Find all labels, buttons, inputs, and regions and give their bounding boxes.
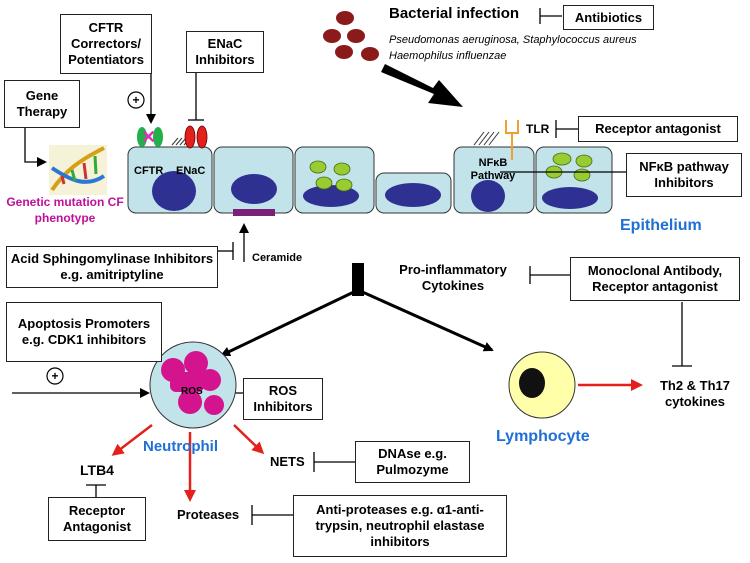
species-line1: Pseudomonas aeruginosa, Staphylococcus a… bbox=[389, 34, 637, 46]
ltb4-label: LTB4 bbox=[80, 462, 114, 478]
tlr-receptor bbox=[505, 120, 519, 160]
cftr-channel: ✕ bbox=[137, 127, 163, 147]
svg-text:✕: ✕ bbox=[141, 127, 156, 147]
species-line2: Haemophilus influenzae bbox=[389, 50, 507, 62]
gene-therapy-box: Gene Therapy bbox=[4, 80, 80, 128]
inflammation-fork bbox=[220, 263, 494, 357]
neutrophil-label: Neutrophil bbox=[143, 438, 218, 455]
tlr-label: TLR bbox=[526, 122, 550, 136]
enac-label: ENaC bbox=[176, 165, 206, 177]
apoptosis-promoters-box: Apoptosis Promoters e.g. CDK1 inhibitors bbox=[6, 302, 162, 362]
plus-sign-top: + bbox=[132, 93, 140, 107]
red-arrows bbox=[111, 379, 643, 502]
receptor-antagonist-top-box: Receptor antagonist bbox=[578, 116, 738, 142]
bacterial-infection-label: Bacterial infection bbox=[389, 5, 520, 22]
nets-label: NETS bbox=[270, 454, 305, 469]
lymphocyte-cell bbox=[508, 351, 576, 419]
neutrophil-cell bbox=[149, 341, 237, 429]
nfkb-inhibitors-box: NFκB pathway Inhibitors bbox=[626, 153, 742, 197]
ros-label: ROS bbox=[181, 386, 203, 397]
connectors bbox=[12, 8, 692, 525]
epithelium-cells bbox=[127, 146, 613, 214]
monoclonal-antibody-box: Monoclonal Antibody, Receptor antagonist bbox=[570, 257, 740, 301]
dnase-box: DNAse e.g. Pulmozyme bbox=[355, 441, 470, 483]
ceramide-bar bbox=[233, 209, 275, 216]
cilia-right bbox=[473, 131, 500, 146]
pro-inflammatory-label: Pro-inflammatory Cytokines bbox=[399, 262, 507, 293]
receptor-antagonist-bottom-box: Receptor Antagonist bbox=[48, 497, 146, 541]
nfkb-pathway-label: NFκB Pathway bbox=[470, 157, 516, 182]
infection-arrow bbox=[381, 64, 463, 107]
plus-circles bbox=[46, 91, 145, 385]
ros-inhibitors-box: ROS Inhibitors bbox=[243, 378, 323, 420]
antibiotics-box: Antibiotics bbox=[563, 5, 654, 30]
proteases-label: Proteases bbox=[177, 507, 240, 522]
th2-th17-label: Th2 & Th17 cytokines bbox=[659, 378, 731, 409]
epithelium-label: Epithelium bbox=[620, 217, 702, 234]
cftr-label: CFTR bbox=[134, 165, 164, 177]
anti-proteases-box: Anti-proteases e.g. α1-anti-trypsin, neu… bbox=[293, 495, 507, 557]
granules bbox=[309, 152, 593, 192]
cftr-correctors-box: CFTR Correctors/ Potentiators bbox=[60, 14, 152, 74]
lymphocyte-label: Lymphocyte bbox=[496, 428, 590, 445]
enac-channel bbox=[184, 125, 208, 149]
acid-sphingomyelinase-box: Acid Sphingomylinase Inhibitors e.g. ami… bbox=[6, 246, 218, 288]
genetic-mutation-label: Genetic mutation CF phenotype bbox=[6, 195, 124, 225]
dna-icon bbox=[49, 145, 107, 195]
plus-sign-left: + bbox=[51, 369, 59, 383]
ceramide-label: Ceramide bbox=[252, 252, 303, 264]
nuclei bbox=[152, 171, 598, 212]
bacteria-group bbox=[323, 11, 379, 61]
enac-inhibitors-box: ENaC Inhibitors bbox=[186, 31, 264, 73]
